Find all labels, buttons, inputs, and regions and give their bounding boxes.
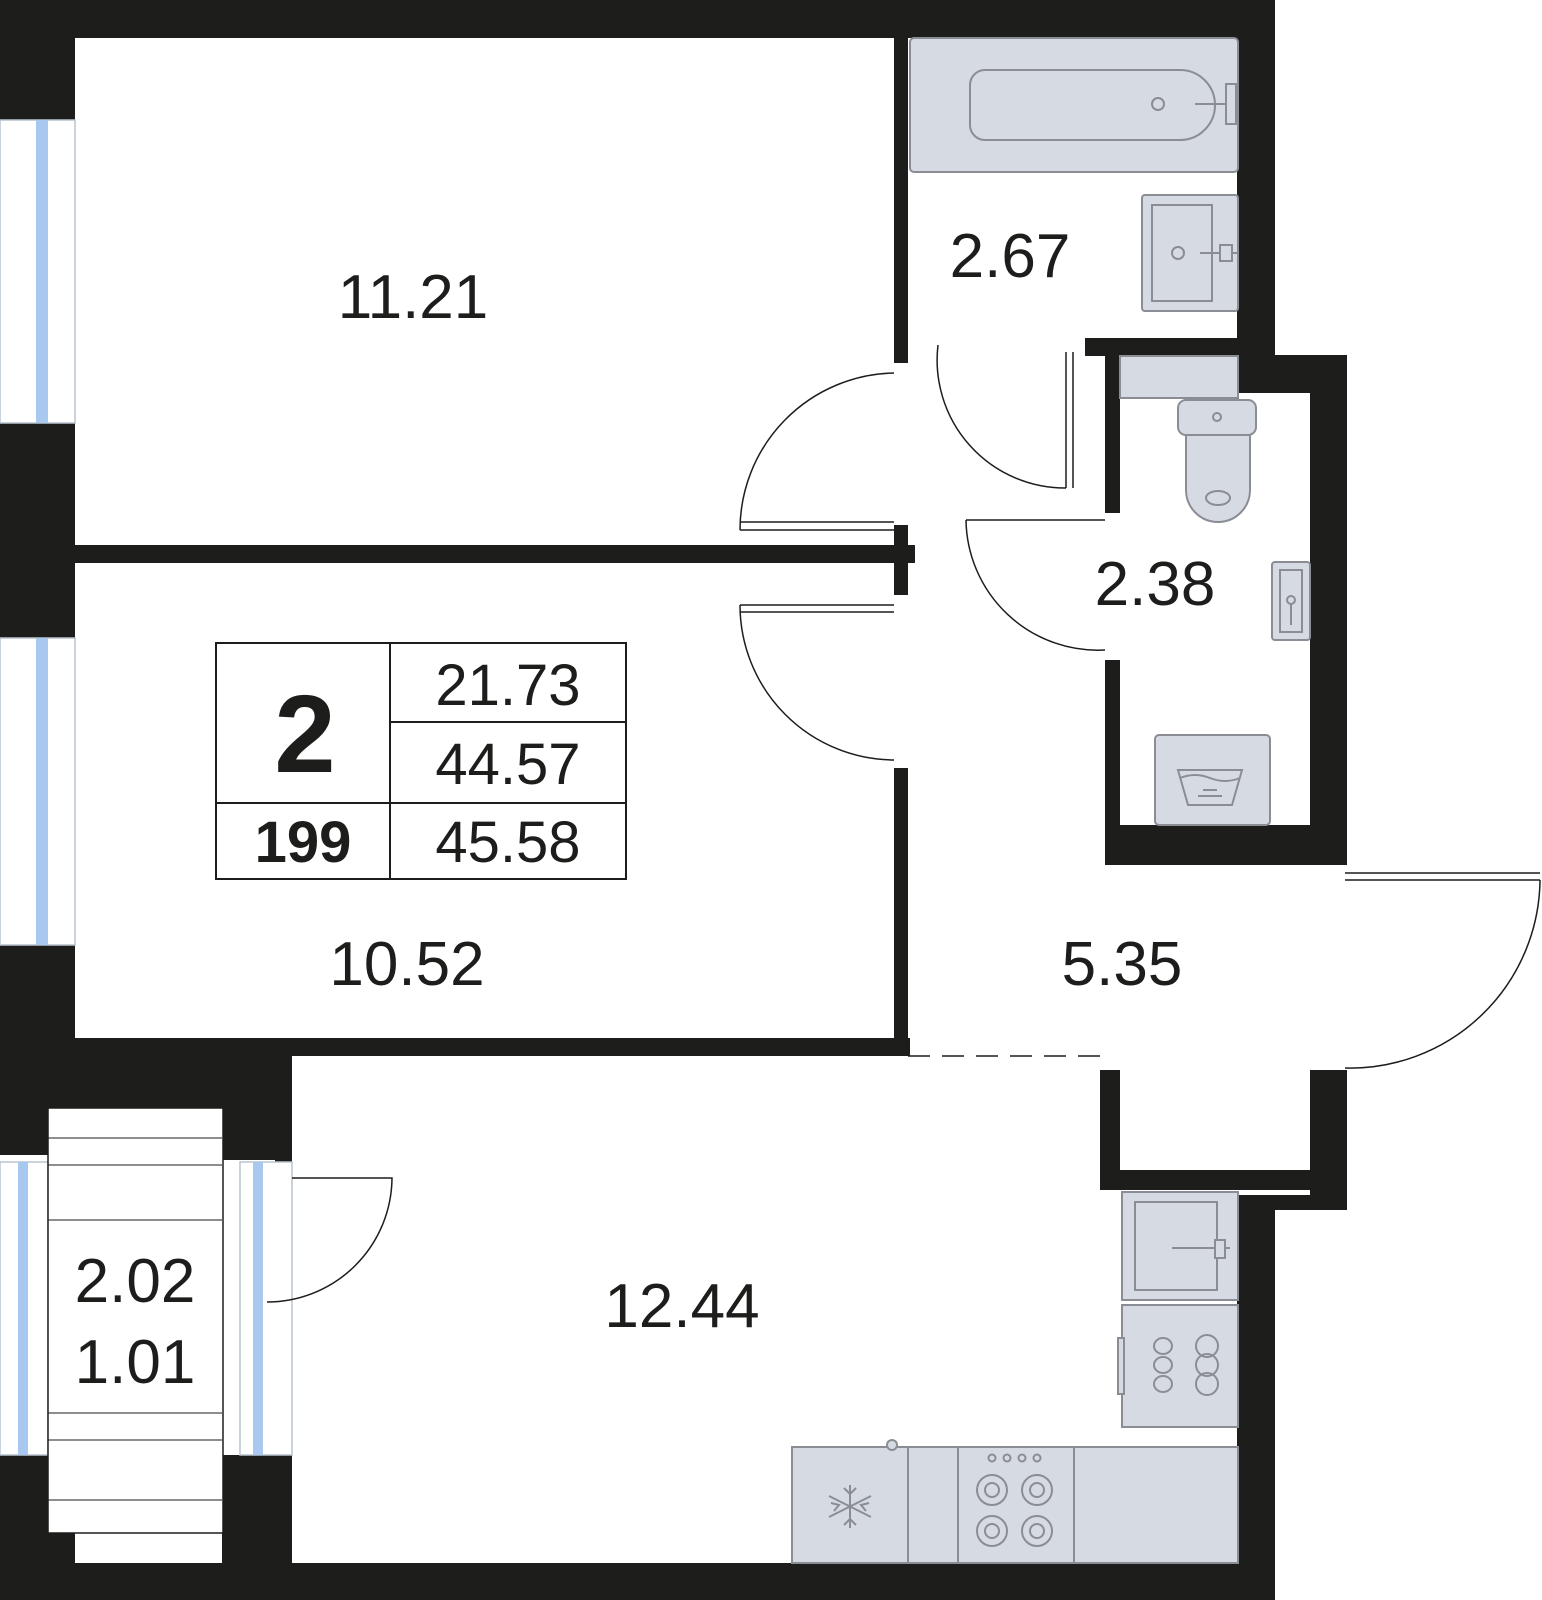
door-balcony: [266, 1177, 393, 1303]
room-area-middle-left: 10.52: [329, 930, 484, 999]
hob-icon: [1117, 1304, 1239, 1428]
room-area-balcony-reduced: 1.01: [75, 1328, 196, 1397]
door-room-middle-left: [739, 604, 895, 761]
apartment-number: 199: [255, 810, 352, 875]
sink-icon: [1271, 561, 1311, 641]
doors: [266, 344, 1541, 1303]
info-table: 2 199 21.73 44.57 45.58: [215, 642, 627, 880]
area-with-balcony: 45.58: [435, 810, 580, 875]
walls: [0, 0, 1347, 1600]
room-area-toilet: 2.38: [1095, 550, 1216, 619]
sink-icon: [1141, 194, 1239, 312]
windows: [0, 119, 293, 1456]
bathtub-icon: [909, 37, 1239, 173]
door-toilet: [965, 519, 1106, 651]
washing-machine-icon: [1154, 734, 1271, 826]
room-labels: 11.21 10.52 2.67 2.38 5.35 12.44 2.02 1.…: [75, 222, 1216, 1397]
room-area-kitchen: 12.44: [604, 1272, 759, 1341]
fridge-icon: [791, 1439, 909, 1564]
door-bathroom: [936, 344, 1067, 489]
kitchen-sink-icon: [1121, 1191, 1239, 1301]
room-area-bathroom: 2.67: [950, 222, 1071, 291]
balcony: [47, 1107, 224, 1534]
door-entrance: [1344, 879, 1541, 1069]
stove-icon: [957, 1446, 1075, 1564]
living-area: 21.73: [435, 653, 580, 718]
rooms-count: 2: [274, 673, 335, 796]
room-area-top-left: 11.21: [338, 263, 489, 332]
total-area: 44.57: [435, 732, 580, 797]
room-area-balcony: 2.02: [75, 1247, 196, 1316]
room-area-hallway: 5.35: [1062, 930, 1183, 999]
door-room-top-left: [739, 372, 895, 531]
toilet-icon: [1119, 355, 1257, 523]
